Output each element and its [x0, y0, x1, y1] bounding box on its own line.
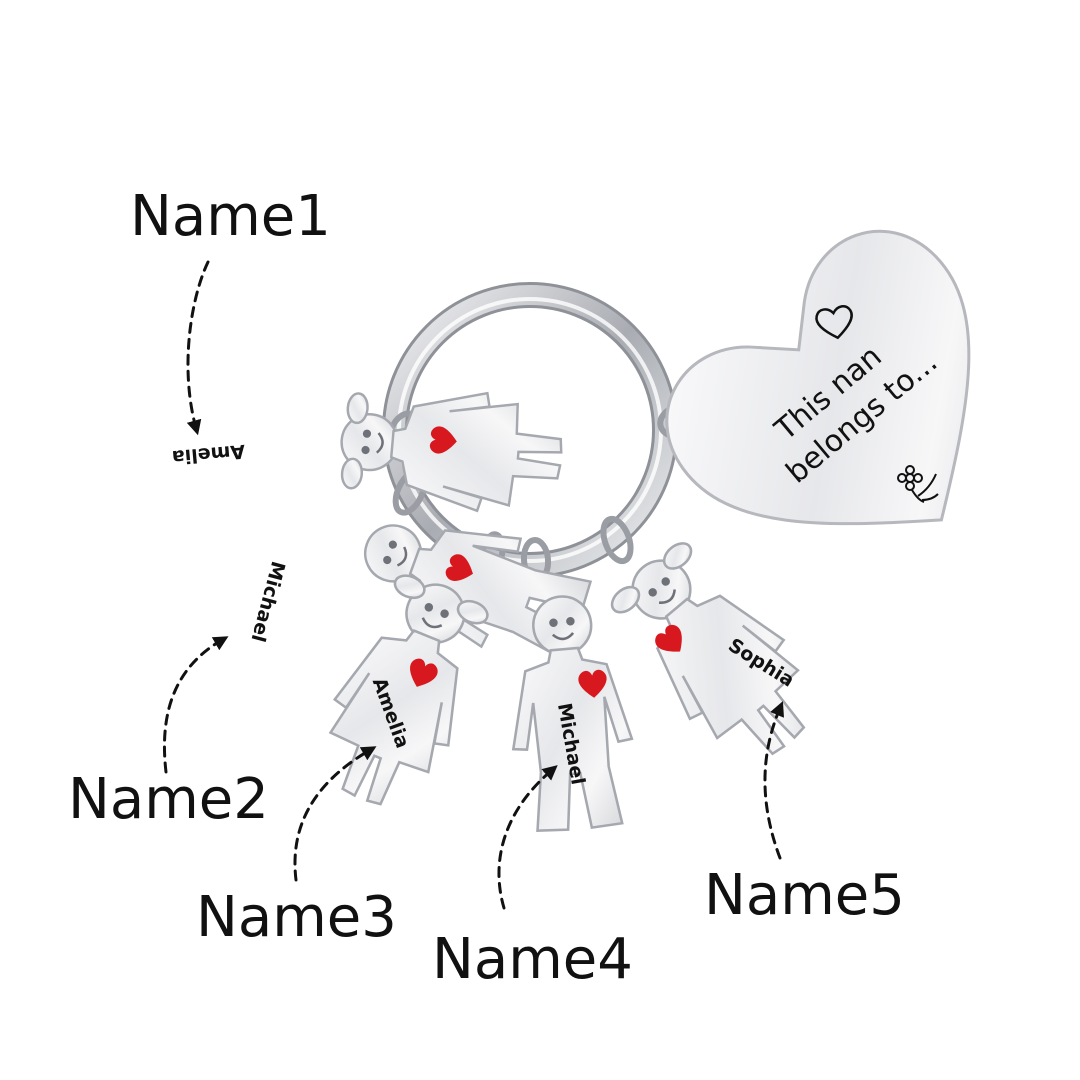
charm-1: [335, 379, 568, 519]
flower-icon: [897, 465, 939, 503]
enamel-heart-icon: [655, 624, 682, 652]
charm-3: [302, 562, 505, 823]
callout-label-3: Name3: [196, 885, 397, 950]
callout-arrow-3: [293, 746, 377, 882]
charm-1-engraving: Amelia: [171, 440, 246, 468]
heart-tag: This nan belongs to...: [665, 229, 971, 526]
charm-2-engraving: Michael: [247, 559, 290, 644]
outline-heart-icon: [815, 305, 853, 340]
callout-label-2: Name2: [68, 767, 269, 832]
callout-label-5: Name5: [704, 863, 905, 928]
callout-label-1: Name1: [130, 184, 331, 249]
charm-4: [499, 590, 641, 836]
callout-arrow-5: [763, 701, 784, 860]
callout-arrow-2: [162, 636, 229, 774]
enamel-heart-icon: [445, 554, 473, 581]
enamel-heart-icon: [429, 426, 457, 454]
enamel-heart-icon: [410, 658, 438, 687]
charm-2: [346, 488, 599, 676]
callout-arrow-1: [186, 260, 210, 436]
callout-label-4: Name4: [432, 927, 633, 992]
charm-5: [594, 526, 838, 783]
callout-arrow-4: [497, 765, 558, 910]
enamel-heart-icon: [578, 669, 607, 698]
